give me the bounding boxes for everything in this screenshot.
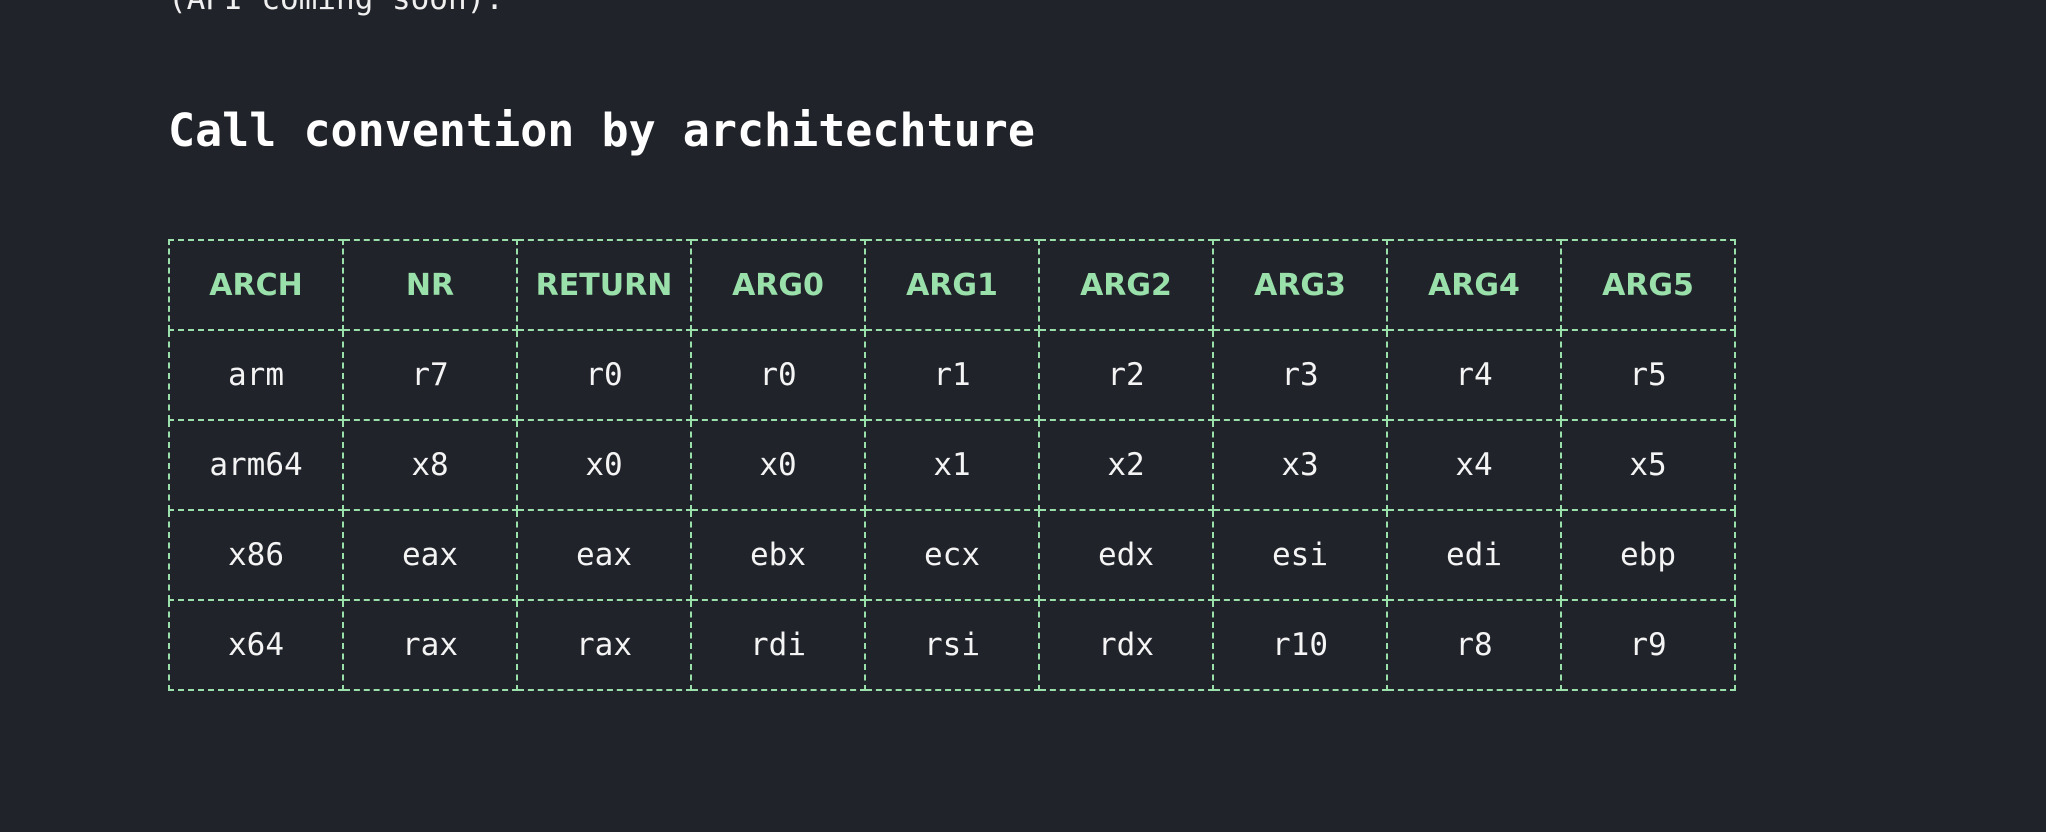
table-cell: r10 — [1212, 599, 1388, 691]
column-header-arg4: ARG4 — [1386, 239, 1562, 331]
table-cell: x64 — [168, 599, 344, 691]
table-cell: arm — [168, 329, 344, 421]
table-cell: x5 — [1560, 419, 1736, 511]
table-cell: r7 — [342, 329, 518, 421]
table-cell: rdx — [1038, 599, 1214, 691]
table-cell: x86 — [168, 509, 344, 601]
table-cell: x0 — [516, 419, 692, 511]
call-convention-table-container: ARCH NR RETURN ARG0 ARG1 ARG2 ARG3 ARG4 … — [168, 239, 1736, 691]
column-header-arg2: ARG2 — [1038, 239, 1214, 331]
table-cell: eax — [516, 509, 692, 601]
table-cell: rsi — [864, 599, 1040, 691]
table-cell: r8 — [1386, 599, 1562, 691]
column-header-arg1: ARG1 — [864, 239, 1040, 331]
column-header-arg5: ARG5 — [1560, 239, 1736, 331]
table-cell: arm64 — [168, 419, 344, 511]
column-header-arg3: ARG3 — [1212, 239, 1388, 331]
table-cell: rax — [516, 599, 692, 691]
table-cell: x0 — [690, 419, 866, 511]
column-header-nr: NR — [342, 239, 518, 331]
table-body: arm r7 r0 r0 r1 r2 r3 r4 r5 arm64 x8 x0 … — [168, 329, 1736, 691]
table-cell: edi — [1386, 509, 1562, 601]
table-cell: ecx — [864, 509, 1040, 601]
table-cell: x4 — [1386, 419, 1562, 511]
column-header-arg0: ARG0 — [690, 239, 866, 331]
table-row: arm64 x8 x0 x0 x1 x2 x3 x4 x5 — [168, 419, 1736, 511]
column-header-arch: ARCH — [168, 239, 344, 331]
column-header-return: RETURN — [516, 239, 692, 331]
table-cell: x1 — [864, 419, 1040, 511]
table-cell: r4 — [1386, 329, 1562, 421]
table-header-row: ARCH NR RETURN ARG0 ARG1 ARG2 ARG3 ARG4 … — [168, 239, 1736, 331]
table-row: x86 eax eax ebx ecx edx esi edi ebp — [168, 509, 1736, 601]
table-cell: ebp — [1560, 509, 1736, 601]
table-row: x64 rax rax rdi rsi rdx r10 r8 r9 — [168, 599, 1736, 691]
table-cell: r0 — [690, 329, 866, 421]
table-cell: r2 — [1038, 329, 1214, 421]
table-cell: r9 — [1560, 599, 1736, 691]
table-cell: x3 — [1212, 419, 1388, 511]
table-cell: eax — [342, 509, 518, 601]
table-cell: r0 — [516, 329, 692, 421]
table-cell: rax — [342, 599, 518, 691]
table-cell: r5 — [1560, 329, 1736, 421]
table-cell: ebx — [690, 509, 866, 601]
call-convention-table: ARCH NR RETURN ARG0 ARG1 ARG2 ARG3 ARG4 … — [168, 239, 1736, 691]
table-row: arm r7 r0 r0 r1 r2 r3 r4 r5 — [168, 329, 1736, 421]
table-cell: rdi — [690, 599, 866, 691]
section-title: Call convention by architechture — [168, 104, 1035, 157]
table-cell: edx — [1038, 509, 1214, 601]
table-cell: r3 — [1212, 329, 1388, 421]
table-header: ARCH NR RETURN ARG0 ARG1 ARG2 ARG3 ARG4 … — [168, 239, 1736, 331]
table-cell: x8 — [342, 419, 518, 511]
table-cell: x2 — [1038, 419, 1214, 511]
table-cell: r1 — [864, 329, 1040, 421]
intro-text: (API coming soon). — [168, 0, 504, 16]
table-cell: esi — [1212, 509, 1388, 601]
